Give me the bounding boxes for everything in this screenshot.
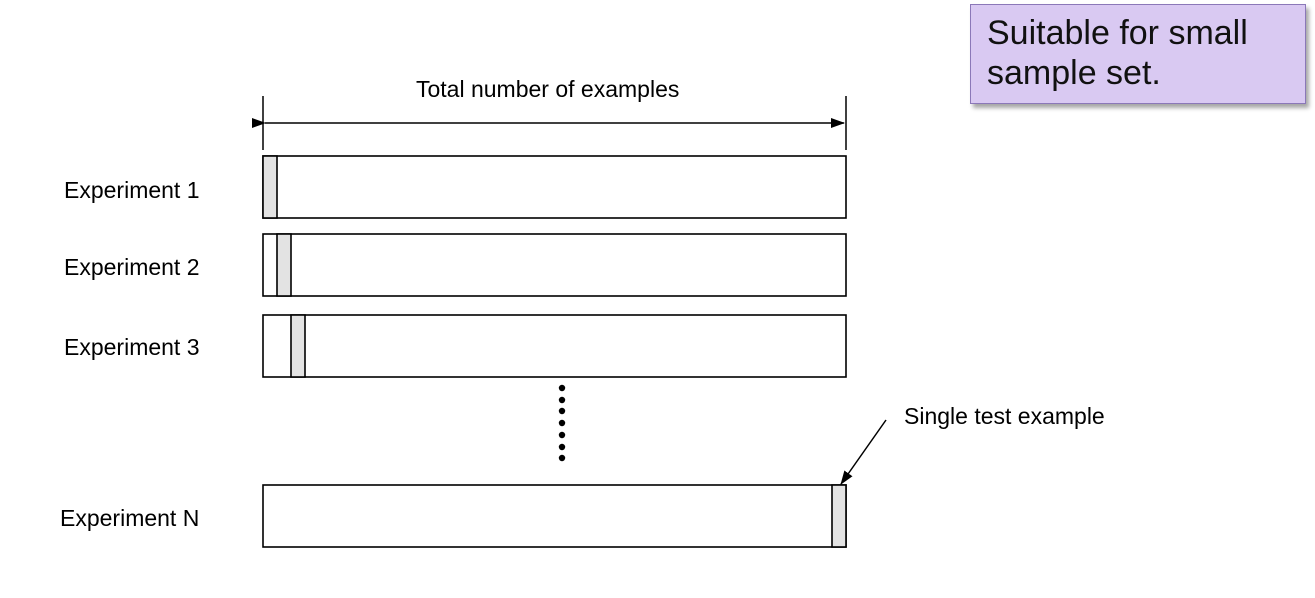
note-line-1: Suitable for small <box>987 14 1248 52</box>
experiment-2-test-segment <box>276 233 292 297</box>
note-line-2: sample set. <box>987 54 1161 92</box>
experiment-n-test-segment <box>831 484 847 548</box>
experiment-n-label: Experiment N <box>60 505 200 531</box>
vertical-ellipsis <box>558 384 566 462</box>
experiment-3-bar <box>262 314 847 378</box>
single-test-example-arrow <box>840 419 887 485</box>
experiment-2-label: Experiment 2 <box>64 254 200 280</box>
experiment-3-dataset <box>262 314 847 378</box>
note-callout-box: Suitable for small sample set. <box>970 4 1306 104</box>
experiment-n-dataset <box>262 484 847 548</box>
experiment-1-bar <box>262 155 847 219</box>
total-examples-label: Total number of examples <box>416 76 680 102</box>
experiment-3-test-segment <box>290 314 306 378</box>
experiment-1-label: Experiment 1 <box>64 177 200 203</box>
experiment-3-label: Experiment 3 <box>64 334 200 360</box>
experiment-n-bar <box>262 484 847 548</box>
experiment-2-dataset <box>262 233 847 297</box>
single-test-example-label: Single test example <box>904 403 1105 429</box>
experiment-1-dataset <box>262 155 847 219</box>
experiment-1-test-segment <box>262 155 278 219</box>
experiment-2-bar <box>262 233 847 297</box>
